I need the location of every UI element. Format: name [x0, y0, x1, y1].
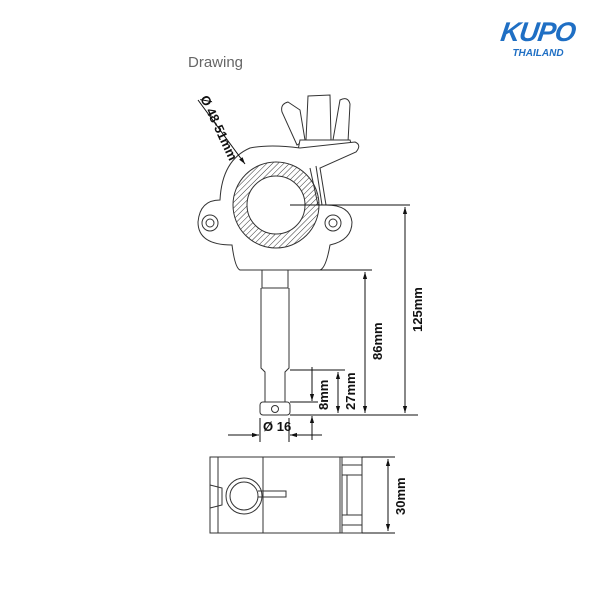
label-spigot-length: 86mm	[370, 322, 385, 360]
wing-nut	[281, 94, 354, 151]
label-spigot-diameter: Ø 16	[263, 419, 291, 434]
label-thickness: 30mm	[393, 477, 408, 515]
bottom-view	[209, 456, 363, 534]
kupo-logo: KUPO THAILAND	[488, 17, 588, 59]
label-spigot-tip: 8mm	[316, 380, 331, 410]
label-spigot-lower: 27mm	[343, 372, 358, 410]
spigot	[259, 269, 291, 416]
label-tube-diameter: Ø 48-51mm	[197, 93, 240, 163]
logo-region: THAILAND	[512, 48, 564, 59]
label-total-height: 125mm	[410, 287, 425, 332]
drawing-title: Drawing	[188, 54, 244, 71]
